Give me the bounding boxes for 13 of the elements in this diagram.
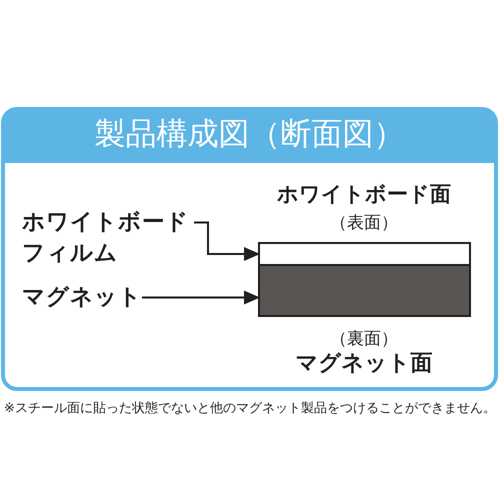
surface-label: マグネット面 — [296, 352, 432, 376]
surface-label: （表面） — [330, 214, 398, 233]
part-label: ホワイトボードフィルム — [22, 207, 194, 269]
arrow — [194, 222, 260, 261]
surface-label: ホワイトボード面 — [277, 183, 451, 206]
footnote: ※スチール面に貼った状態でないと他のマグネット製品をつけることができません。 — [4, 402, 496, 416]
panel-frame — [1, 107, 498, 391]
surface-label: （裏面） — [330, 330, 398, 349]
film-layer — [258, 242, 471, 266]
panel-heading: 製品構成図（断面図） — [5, 111, 494, 163]
part-label: マグネット — [22, 282, 142, 313]
magnet-layer — [258, 266, 471, 317]
arrow — [142, 290, 260, 304]
